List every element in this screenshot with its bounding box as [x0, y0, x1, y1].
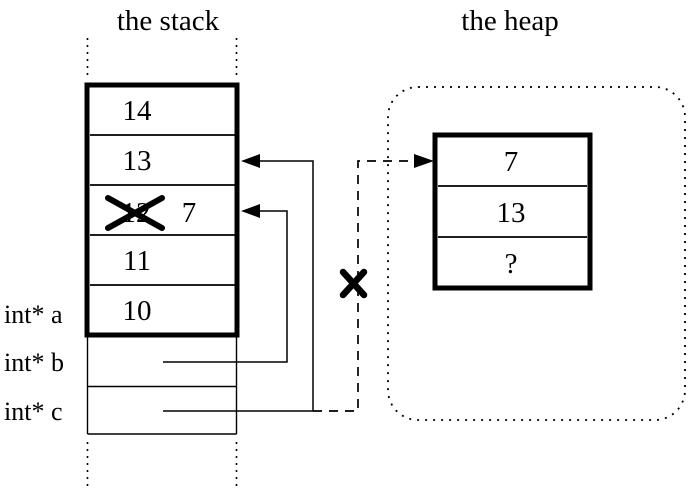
stack-pointer-cells	[86, 337, 238, 435]
dangling-pointer-arrowhead-icon	[414, 154, 434, 168]
pointer-b-arrow	[163, 204, 288, 363]
stack-cell-value-11: 11	[123, 245, 151, 277]
stack-cell-dividers	[90, 134, 235, 286]
heap-cell-dividers	[438, 185, 587, 238]
pointer-c-arrow	[163, 154, 314, 412]
stack-cell-value-13: 13	[123, 145, 152, 177]
heap-cell-value-7: 7	[504, 146, 519, 178]
label-int-ptr-b: int* b	[4, 348, 64, 377]
cross-out-strike-icon	[105, 195, 165, 231]
pointer-c-arrowhead-icon	[241, 154, 260, 168]
heap-cell-value-13: 13	[497, 197, 526, 229]
heap-cell-value-unknown: ?	[505, 248, 518, 280]
stack-cell-value-14: 14	[123, 95, 153, 127]
pointer-b-arrowhead-icon	[241, 204, 260, 218]
stack-frame-box	[84, 82, 240, 338]
dangling-heap-pointer-dashed-arrow	[313, 154, 434, 412]
label-int-ptr-a: int* a	[4, 300, 63, 329]
stack-cell-new-value-7: 7	[182, 197, 197, 229]
stack-cell-value-10: 10	[123, 295, 152, 327]
invalid-cross-icon	[339, 268, 368, 299]
heap-title: the heap	[461, 5, 558, 37]
stack-dotted-extent-lines	[86, 38, 238, 486]
label-int-ptr-c: int* c	[4, 397, 63, 426]
stack-cell-overwritten: 12 7	[105, 195, 197, 231]
heap-object-box	[432, 132, 593, 291]
stack-title: the stack	[117, 5, 220, 37]
heap-region-dotted-boundary	[387, 86, 686, 421]
